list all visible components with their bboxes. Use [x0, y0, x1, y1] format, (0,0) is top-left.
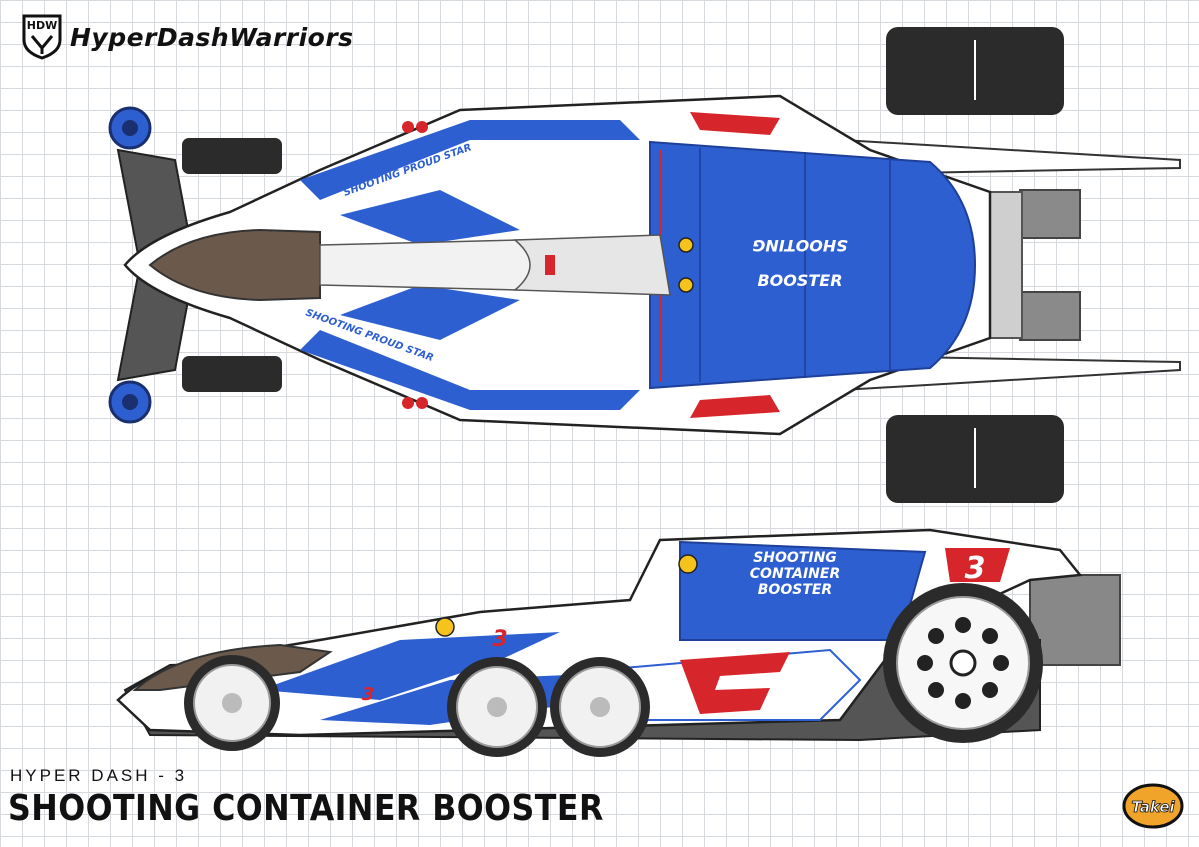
- number-mark-front: 3: [362, 684, 375, 705]
- logo-text: HyperDashWarriors: [70, 22, 354, 52]
- container-line-1: SHOOTING: [753, 550, 837, 566]
- brand-text: Takei: [1131, 798, 1175, 816]
- front-tire-top: [182, 138, 282, 174]
- badge-text: HDW: [27, 19, 57, 32]
- takei-logo-icon: Takei: [1122, 783, 1184, 829]
- series-label: HYPER DASH - 3: [10, 766, 188, 785]
- side-view: SHOOTING CONTAINER BOOSTER 3 3 3: [116, 528, 1121, 757]
- container-line-3: BOOSTER: [758, 582, 832, 598]
- middle-wheel-2: [550, 657, 650, 757]
- number-mark-rear: 3: [965, 551, 986, 586]
- container-top: [649, 140, 977, 390]
- middle-wheel-1: [447, 657, 547, 757]
- container-decal-top: BOOSTER: [757, 271, 842, 290]
- container-decal-top-mirrored: SHOOTING: [752, 236, 848, 255]
- header-logo: HDW HyperDashWarriors: [22, 14, 354, 60]
- front-tire-bottom: [182, 356, 282, 392]
- rear-wheel: [883, 583, 1043, 743]
- front-wheel: [184, 655, 280, 751]
- shield-badge-icon: HDW: [22, 14, 62, 60]
- car-name: SHOOTING CONTAINER BOOSTER: [8, 788, 604, 829]
- number-mark-side: 3: [492, 627, 507, 652]
- top-view: SHOOTING PROUD STAR SHOOTING PROUD STAR …: [108, 27, 1181, 503]
- container-line-2: CONTAINER: [750, 566, 840, 582]
